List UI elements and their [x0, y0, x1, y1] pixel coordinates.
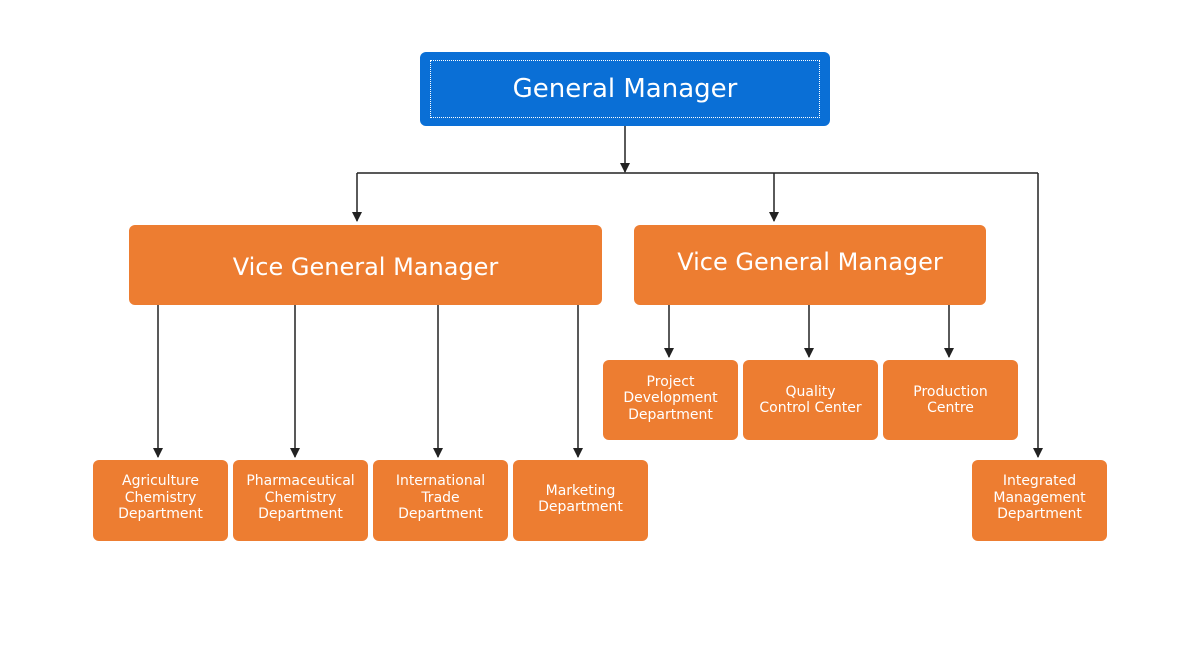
vice-general-manager-label-1: Vice General Manager	[232, 253, 499, 281]
general-manager-dotted-frame	[430, 60, 820, 118]
general-manager-node: General Manager	[420, 52, 830, 126]
vice-general-manager-node-1: Vice General Manager	[129, 225, 602, 305]
vice-general-manager-node-2: Vice General Manager	[634, 225, 986, 305]
general-manager-label: General Manager	[512, 74, 738, 104]
vice-general-manager-label-2: Vice General Manager	[677, 248, 943, 276]
